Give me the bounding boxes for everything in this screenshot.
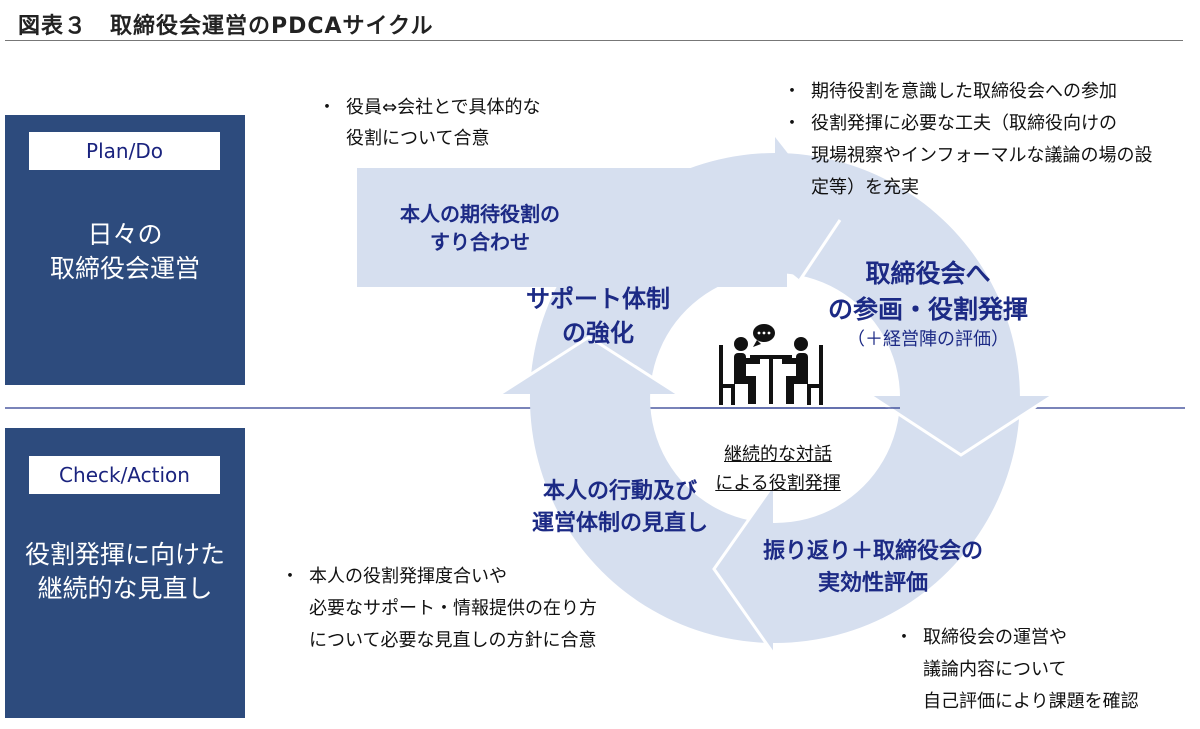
note-top-right: 期待役割を意識した取締役会への参加 役割発揮に必要な工夫（取締役向けの 現場視察… [783, 76, 1152, 204]
plan-do-panel: Plan/Do 日々の 取締役会運営 [5, 115, 245, 385]
step-participation-note: （＋経営陣の評価） [847, 329, 1009, 350]
note-bottom-left: 本人の役割発揮度合いや 必要なサポート・情報提供の在り方 について必要な見直しの… [281, 561, 597, 657]
check-action-description: 役割発揮に向けた 継続的な見直し [24, 540, 225, 603]
dialogue-meeting-icon [719, 324, 823, 405]
note-top-left: 役員⇔会社とで具体的な 役割について合意 [318, 92, 541, 154]
check-action-label: Check/Action [29, 456, 220, 494]
figure-title: 図表３ 取締役会運営のPDCAサイクル [18, 14, 434, 39]
note-bottom-right: 取締役会の運営や 議論内容について 自己評価により課題を確認 [895, 622, 1139, 718]
step-support: サポート体制 の強化 [526, 285, 670, 347]
step-participation: 取締役会へ の参画・役割発揮 （＋経営陣の評価） [808, 256, 1048, 352]
title-divider [5, 40, 1183, 41]
check-action-panel: Check/Action 役割発揮に向けた 継続的な見直し [5, 428, 245, 718]
plan-do-description: 日々の 取締役会運営 [49, 220, 200, 283]
left-arrowhead [500, 337, 678, 394]
top-arrow-shaft [357, 168, 787, 287]
right-arrowhead [871, 396, 1052, 455]
center-continuous-dialogue: 継続的な対話 による役割発揮 [715, 444, 841, 494]
step-review: 本人の行動及び 運営体制の見直し [531, 479, 708, 536]
step-evaluation: 振り返り＋取締役会の 実効性評価 [762, 539, 983, 596]
step-expectation-alignment: 本人の期待役割の すり合わせ [400, 202, 560, 254]
plan-do-label: Plan/Do [29, 132, 220, 170]
bottom-arrowhead [714, 485, 773, 653]
